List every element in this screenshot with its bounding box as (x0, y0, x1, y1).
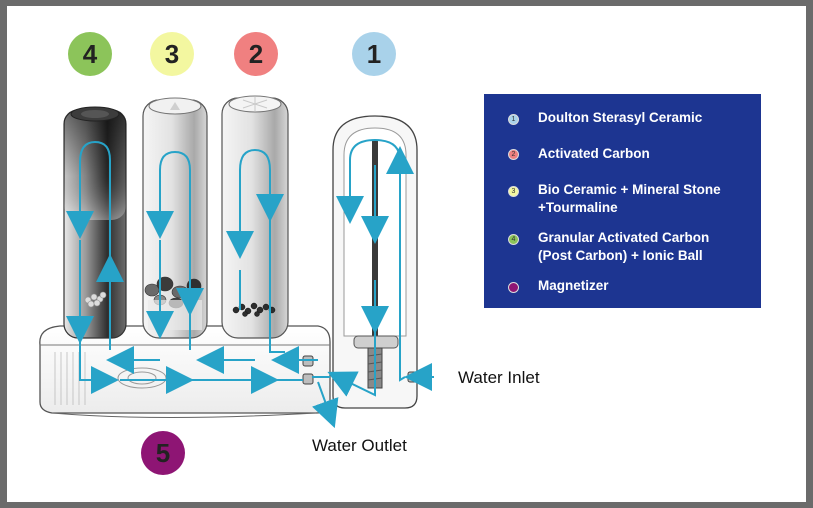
legend-label-5: Magnetizer (538, 278, 609, 293)
filter-number-4: 4 (68, 32, 112, 76)
legend-marker-1: 1 (508, 114, 519, 125)
flow-arrows (66, 138, 434, 429)
filter-number-3: 3 (150, 32, 194, 76)
water-outlet-label: Water Outlet (312, 436, 407, 455)
legend-marker-5 (508, 282, 519, 293)
filter-number-2: 2 (234, 32, 278, 76)
legend-marker-3: 3 (508, 186, 519, 197)
water-inlet-label: Water Inlet (458, 368, 540, 387)
cartridge-3 (142, 97, 208, 339)
legend-label-3: Bio Ceramic + Mineral Stone +Tourmaline (538, 182, 721, 215)
legend-label-2: Activated Carbon (538, 146, 650, 161)
legend-marker-2: 2 (508, 149, 519, 160)
filter-base (39, 325, 331, 418)
filter-number-1: 1 (352, 32, 396, 76)
legend-label-4: Granular Activated Carbon (Post Carbon) … (538, 230, 710, 263)
filter-number-5: 5 (141, 431, 185, 475)
legend-label-1: Doulton Sterasyl Ceramic (538, 110, 703, 125)
legend-box: 1 Doulton Sterasyl Ceramic 2 Activated C… (484, 94, 761, 308)
cartridge-2 (221, 95, 289, 339)
legend-marker-4: 4 (508, 234, 519, 245)
